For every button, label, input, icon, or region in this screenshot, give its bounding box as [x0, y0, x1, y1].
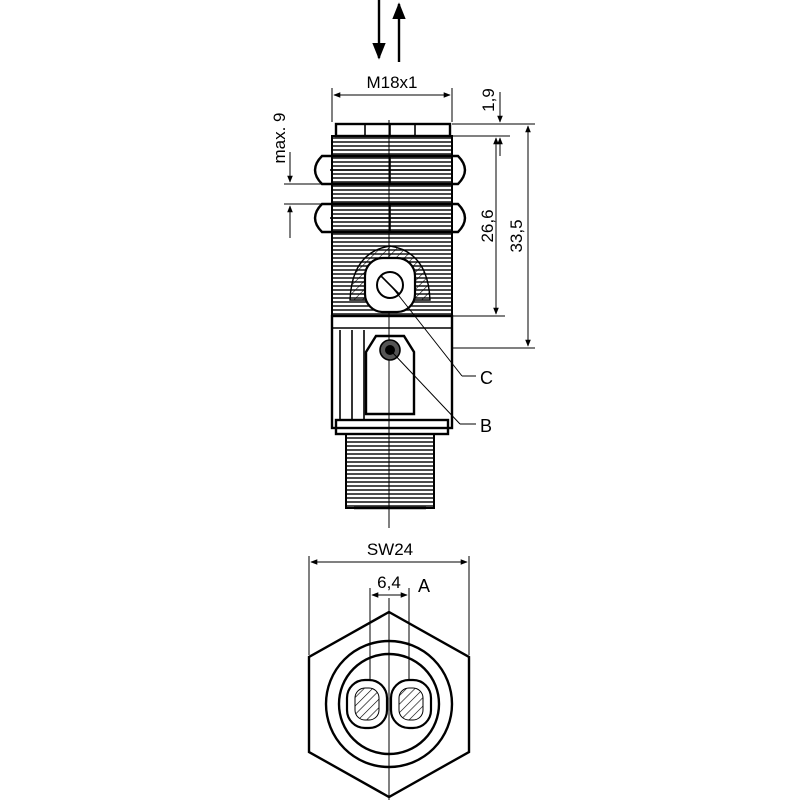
lens-ring [337, 652, 441, 756]
housing-lower [330, 314, 454, 430]
dim-front-offset-label: 1,9 [479, 88, 498, 112]
connector-thread [345, 433, 435, 509]
dim-wrench-label: SW24 [367, 540, 413, 559]
potentiometer-c [349, 245, 431, 314]
dim-front-offset: 1,9 [452, 88, 510, 156]
dim-length-thread: 26,6 [450, 137, 505, 317]
callout-a-label: A [418, 576, 430, 596]
outer-ring [324, 639, 454, 769]
callout-b: B [391, 351, 492, 436]
dim-thread-diameter: M18x1 [331, 73, 453, 122]
callout-c-label: C [480, 368, 493, 388]
front-view: SW24 6,4 A [307, 540, 471, 800]
dim-length-total: 33,5 [452, 123, 535, 349]
dim-wrench-size: SW24 [308, 540, 470, 655]
hex-outline [307, 610, 471, 799]
callout-b-label: B [480, 416, 492, 436]
dim-length-thread-label: 26,6 [478, 209, 497, 242]
dim-lens-spacing: 6,4 [369, 573, 410, 680]
hex-nut-lower [313, 202, 467, 234]
dim-thread-label: M18x1 [366, 73, 417, 92]
dim-lens-label: 6,4 [377, 573, 401, 592]
dim-nut-thickness-label: max. 9 [270, 112, 289, 163]
dim-length-total-label: 33,5 [507, 219, 526, 252]
sensor-front-cap [334, 122, 452, 138]
lens-openings [345, 678, 433, 730]
led-b [364, 334, 416, 416]
callout-c: C [391, 286, 493, 388]
side-view: M18x1 1,9 26,6 33,5 m [270, 0, 535, 528]
hex-nut-upper [313, 154, 467, 186]
light-arrows [372, 0, 406, 62]
dim-nut-thickness: max. 9 [270, 112, 330, 238]
